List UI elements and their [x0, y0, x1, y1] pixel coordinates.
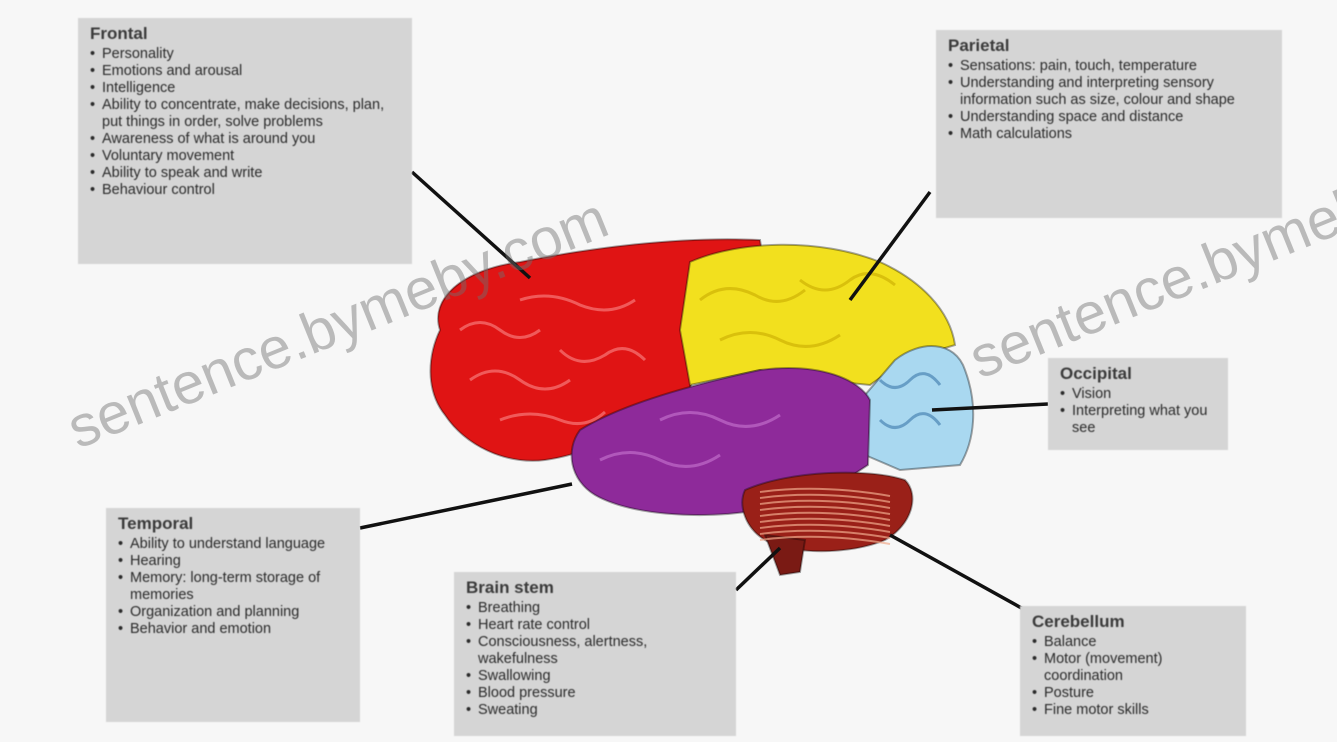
- occipital-list: Vision Interpreting what you see: [1060, 386, 1218, 437]
- frontal-item: Intelligence: [90, 80, 402, 97]
- brainstem-item: Swallowing: [466, 668, 726, 685]
- cerebellum-item: Balance: [1032, 634, 1236, 651]
- occipital-title: Occipital: [1060, 364, 1218, 384]
- parietal-list: Sensations: pain, touch, temperature Und…: [948, 58, 1272, 143]
- frontal-title: Frontal: [90, 24, 402, 44]
- brainstem-item: Heart rate control: [466, 617, 726, 634]
- brainstem-item: Consciousness, alertness, wakefulness: [466, 634, 726, 668]
- temporal-item: Ability to understand language: [118, 536, 350, 553]
- temporal-item: Memory: long-term storage of memories: [118, 570, 350, 604]
- occipital-item: Vision: [1060, 386, 1218, 403]
- temporal-item: Organization and planning: [118, 604, 350, 621]
- cerebellum-list: Balance Motor (movement) coordination Po…: [1032, 634, 1236, 719]
- parietal-item: Understanding and interpreting sensory i…: [948, 75, 1272, 109]
- parietal-title: Parietal: [948, 36, 1272, 56]
- brainstem-item: Sweating: [466, 702, 726, 719]
- occipital-box: Occipital Vision Interpreting what you s…: [1048, 358, 1228, 450]
- parietal-item: Understanding space and distance: [948, 109, 1272, 126]
- cerebellum-item: Posture: [1032, 685, 1236, 702]
- temporal-item: Hearing: [118, 553, 350, 570]
- parietal-item: Math calculations: [948, 126, 1272, 143]
- frontal-item: Ability to concentrate, make decisions, …: [90, 97, 402, 131]
- cerebellum-leader: [890, 535, 1025, 610]
- frontal-item: Voluntary movement: [90, 148, 402, 165]
- temporal-box: Temporal Ability to understand language …: [106, 508, 360, 722]
- cerebellum-item: Fine motor skills: [1032, 702, 1236, 719]
- frontal-item: Awareness of what is around you: [90, 131, 402, 148]
- frontal-box: Frontal Personality Emotions and arousal…: [78, 18, 412, 264]
- temporal-title: Temporal: [118, 514, 350, 534]
- cerebellum-title: Cerebellum: [1032, 612, 1236, 632]
- frontal-item: Personality: [90, 46, 402, 63]
- parietal-box: Parietal Sensations: pain, touch, temper…: [936, 30, 1282, 218]
- brainstem-item: Breathing: [466, 600, 726, 617]
- brainstem-item: Blood pressure: [466, 685, 726, 702]
- frontal-item: Emotions and arousal: [90, 63, 402, 80]
- frontal-item: Behaviour control: [90, 182, 402, 199]
- brainstem-list: Breathing Heart rate control Consciousne…: [466, 600, 726, 719]
- cerebellum-box: Cerebellum Balance Motor (movement) coor…: [1020, 606, 1246, 736]
- brainstem-box: Brain stem Breathing Heart rate control …: [454, 572, 736, 736]
- temporal-list: Ability to understand language Hearing M…: [118, 536, 350, 638]
- parietal-item: Sensations: pain, touch, temperature: [948, 58, 1272, 75]
- frontal-item: Ability to speak and write: [90, 165, 402, 182]
- brainstem-title: Brain stem: [466, 578, 726, 598]
- cerebellum-item: Motor (movement) coordination: [1032, 651, 1236, 685]
- brainstem-leader: [736, 548, 780, 590]
- occipital-item: Interpreting what you see: [1060, 403, 1218, 437]
- temporal-leader: [360, 484, 572, 528]
- temporal-item: Behavior and emotion: [118, 621, 350, 638]
- frontal-list: Personality Emotions and arousal Intelli…: [90, 46, 402, 199]
